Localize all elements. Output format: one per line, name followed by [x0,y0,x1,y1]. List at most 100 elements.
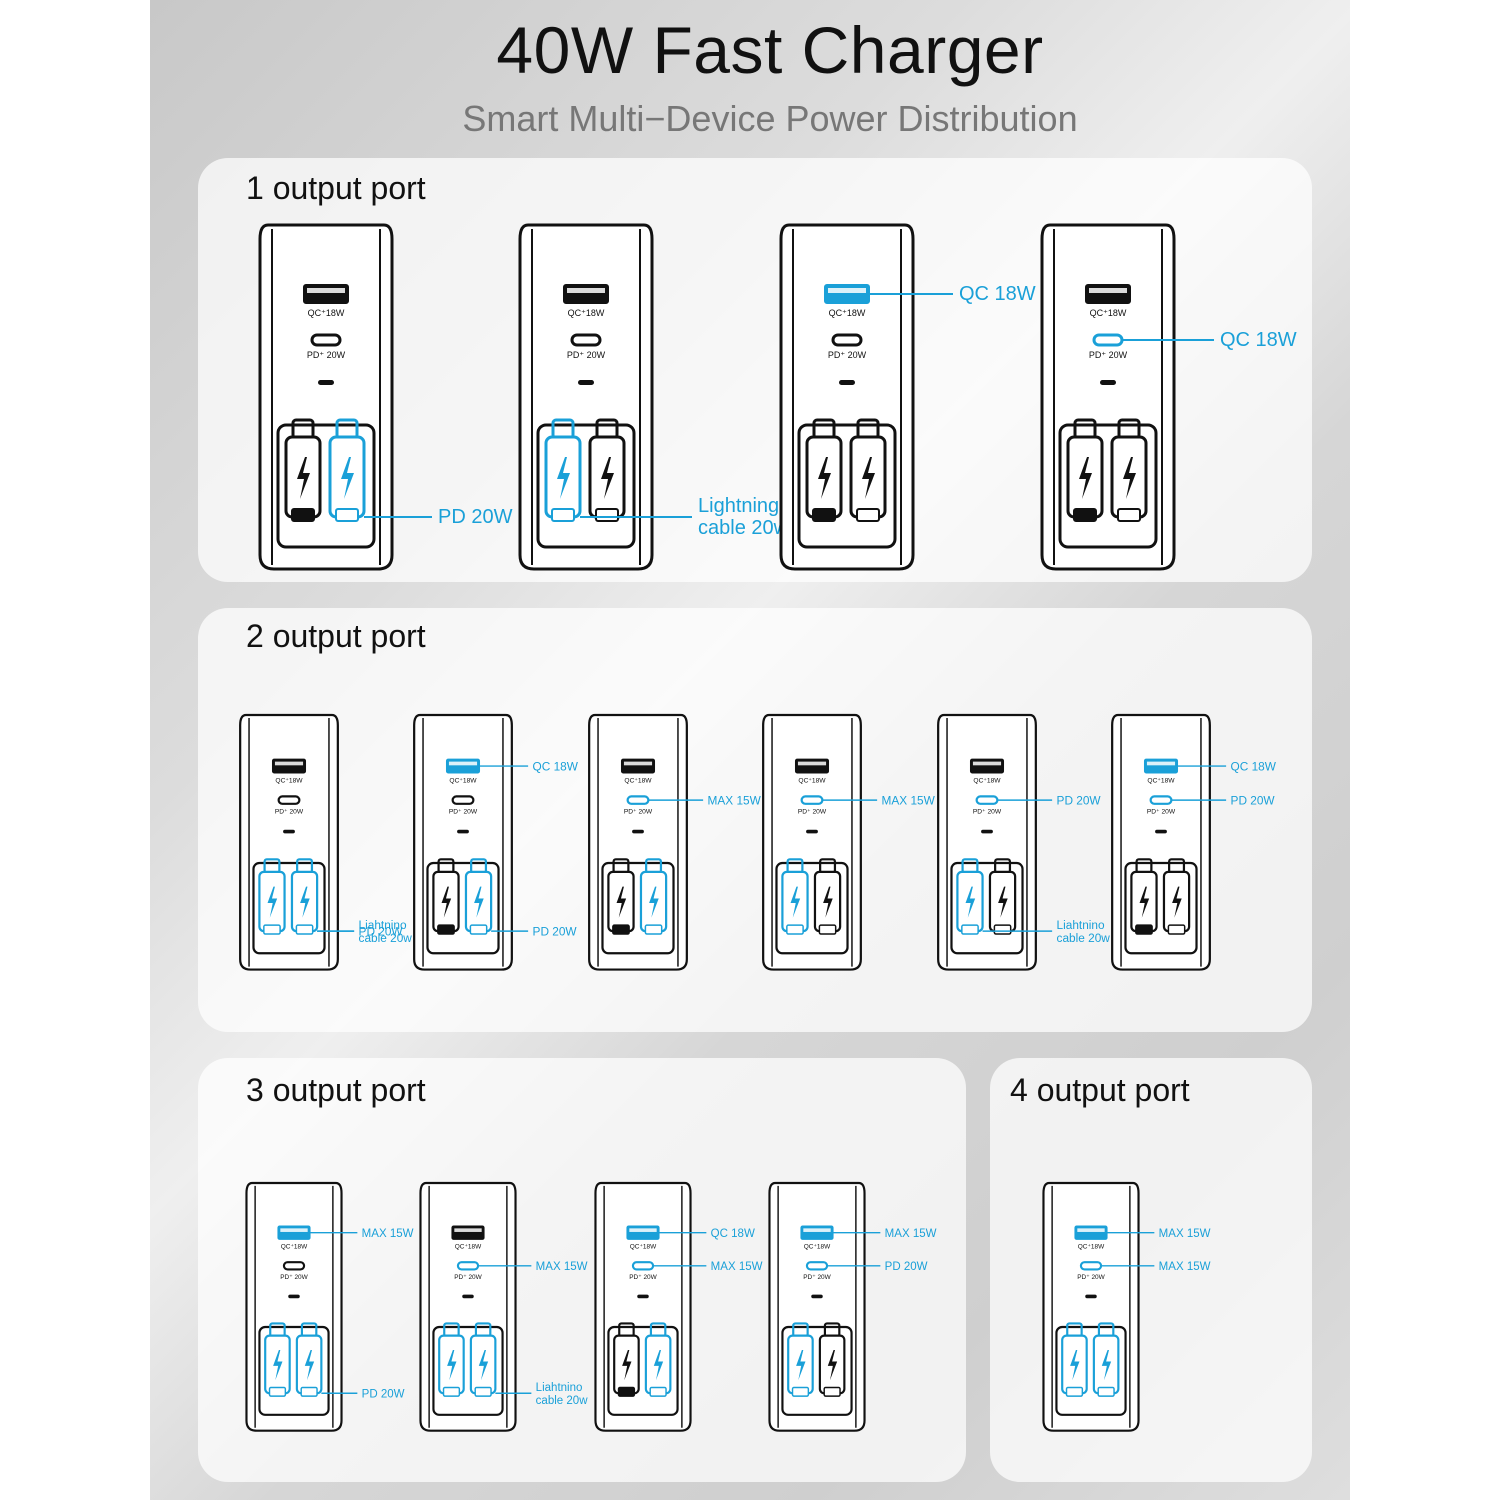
cable-tip [442,1386,461,1397]
usb-c-label: PD⁺ 20W [307,350,346,360]
lightning-bolt-icon [267,886,278,918]
lightning-bolt-icon [478,1350,489,1381]
lightning-bolt-icon [862,457,875,499]
lightning-bolt-icon [998,886,1008,918]
usb-a-contact [972,761,1002,766]
usb-c-label: PD⁺ 20W [280,1274,308,1281]
lightning-bolt-icon [273,1350,283,1381]
usb-a-label: QC⁺18W [624,777,652,784]
callout-label: PD 20W [885,1261,928,1273]
callout-label: PD 20W [1231,794,1276,808]
usb-a-port [626,1225,660,1240]
usb-a-port [1143,758,1179,774]
cable-tip [1073,508,1097,522]
lightning-bolt-icon [796,1350,806,1381]
callout-label: PD 20W [362,1389,405,1401]
lightning-bolt-icon [300,886,310,918]
lightning-bolt-icon [827,1350,838,1381]
usb-c-port [805,1261,829,1271]
callout-label: Lightning [698,495,779,517]
usb-a-contact [1089,288,1127,293]
usb-c-label: PD⁺ 20W [449,808,478,815]
usb-c-label: PD⁺ 20W [1147,808,1176,815]
usb-a-contact [280,1228,308,1232]
cable-tip [818,924,837,935]
cable-tip [1167,924,1186,935]
lightning-bolt-icon [474,886,484,918]
page-title: 40W Fast Charger [496,13,1044,87]
cable-tip [437,924,455,935]
callout-label: cable 20w [536,1395,589,1407]
usb-a-label: QC⁺18W [1078,1244,1105,1251]
status-led [1155,829,1167,834]
callout-label: MAX 15W [885,1228,937,1240]
lightning-bolt-icon [649,886,659,918]
usb-c-port [451,795,475,805]
section-title-4: 4 output port [1010,1072,1190,1108]
lightning-bolt-icon [557,457,570,499]
callout-label: Liahtnino [1057,918,1105,932]
status-led [811,1294,823,1299]
callout-label: QC 18W [711,1228,755,1240]
infographic-page: 40W Fast Charger Smart Multi−Device Powe… [150,0,1350,1500]
callout-label: MAX 15W [536,1261,588,1273]
callout-label: MAX 15W [882,794,936,808]
cable-tip [1117,508,1141,522]
cable-tip [649,1386,667,1397]
cable-tip [268,1386,287,1397]
section-title-2: 2 output port [246,618,426,654]
usb-c-port [1092,333,1124,347]
usb-a-port [277,1225,311,1240]
lightning-bolt-icon [1123,457,1136,499]
usb-a-contact [274,761,304,766]
callout-label: QC 18W [533,760,579,774]
callout-label: QC 18W [1220,329,1297,351]
cable-tip [263,924,281,935]
usb-a-port [824,284,870,304]
lightning-bolt-icon [823,886,833,918]
callout-label: cable 20w [1057,931,1111,945]
usb-c-label: PD⁺ 20W [803,1274,831,1281]
callout-label: Liahtnino [536,1382,583,1394]
cable-tip [300,1386,318,1397]
section-title-3: 3 output port [246,1072,426,1108]
cable-tip [1065,1386,1084,1397]
status-led [462,1294,474,1299]
usb-a-contact [803,1228,831,1232]
status-led [578,380,594,385]
usb-a-port [1074,1225,1108,1240]
usb-a-port [794,758,830,774]
lightning-bolt-icon [441,886,452,918]
callout-label: PD 20W [1057,794,1102,808]
cable-tip [791,1386,810,1397]
usb-a-port [451,1225,485,1240]
usb-c-label: PD⁺ 20W [454,1274,482,1281]
usb-a-label: QC⁺18W [281,1244,308,1251]
status-led [1085,1294,1097,1299]
usb-c-label: PD⁺ 20W [828,350,867,360]
usb-c-port [456,1261,480,1271]
cable-tip [856,508,880,522]
cable-tip [612,924,630,935]
lightning-bolt-icon [818,457,831,499]
callout-label: Liahtnino [359,918,407,932]
lightning-bolt-icon [601,457,614,499]
usb-a-port [563,284,609,304]
usb-a-port [1085,284,1131,304]
lightning-bolt-icon [622,1350,632,1381]
usb-a-label: QC⁺18W [568,308,605,318]
page-subtitle: Smart Multi−Device Power Distribution [462,98,1078,139]
usb-c-port [1079,1261,1103,1271]
usb-c-port [310,333,342,347]
callout-label: MAX 15W [1159,1261,1211,1273]
